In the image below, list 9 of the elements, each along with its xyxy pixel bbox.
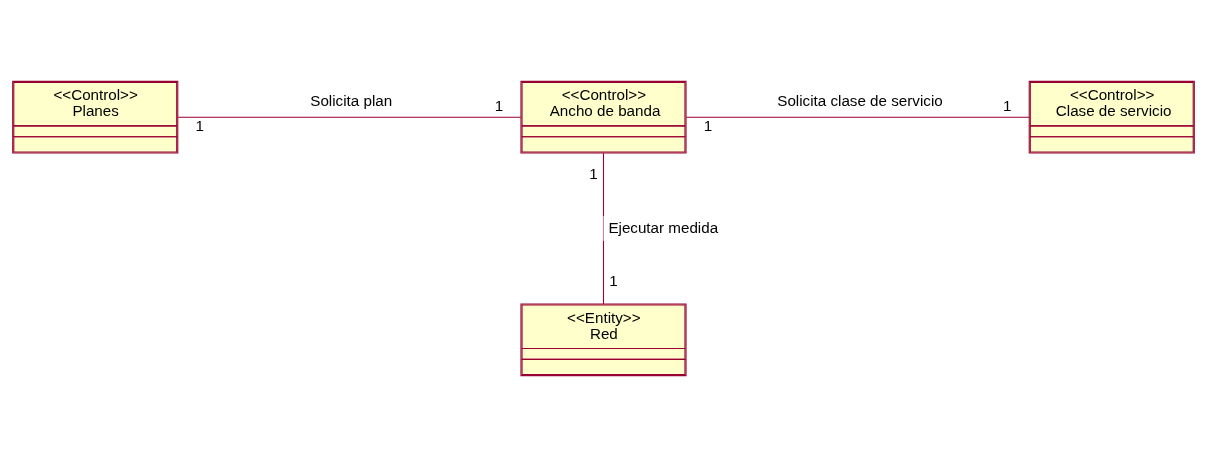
edge-label: Solicita plan (310, 91, 393, 109)
label: 1 (609, 271, 618, 289)
edge-label: Ejecutar medida (608, 218, 719, 236)
label: 1 (494, 96, 504, 114)
label: 1 (703, 116, 713, 134)
label: 1 (195, 116, 204, 134)
label: 1 (1003, 96, 1012, 114)
label: 1 (589, 164, 598, 182)
edge-label: Solicita clase de servicio (777, 91, 943, 109)
